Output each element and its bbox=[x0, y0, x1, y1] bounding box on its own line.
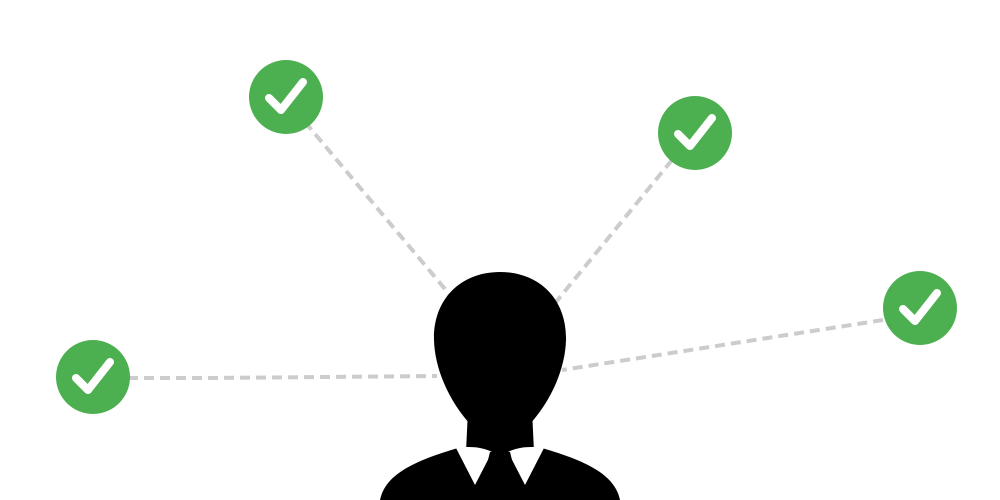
connector-line-top-left bbox=[303, 120, 452, 297]
check-node-left bbox=[56, 340, 130, 414]
checkmark-icon bbox=[674, 114, 716, 150]
connector-line-right bbox=[561, 318, 884, 372]
check-circle bbox=[883, 271, 957, 345]
connector-lines bbox=[128, 120, 884, 380]
check-node-right bbox=[883, 271, 957, 345]
connector-line-top-right bbox=[554, 158, 674, 304]
person-collar-right bbox=[508, 447, 544, 485]
person-tie bbox=[486, 452, 514, 500]
check-circle bbox=[249, 60, 323, 134]
person-head bbox=[433, 272, 567, 440]
check-circle bbox=[56, 340, 130, 414]
person-silhouette-icon bbox=[380, 272, 620, 500]
check-node-top-right bbox=[658, 96, 732, 170]
checkmark-icon bbox=[72, 358, 114, 394]
check-node-top-left bbox=[249, 60, 323, 134]
checkmark-icon bbox=[899, 289, 941, 325]
person-collar-left bbox=[456, 447, 492, 485]
check-circle bbox=[658, 96, 732, 170]
connector-line-left bbox=[128, 374, 438, 380]
checkmark-icon bbox=[265, 78, 307, 114]
